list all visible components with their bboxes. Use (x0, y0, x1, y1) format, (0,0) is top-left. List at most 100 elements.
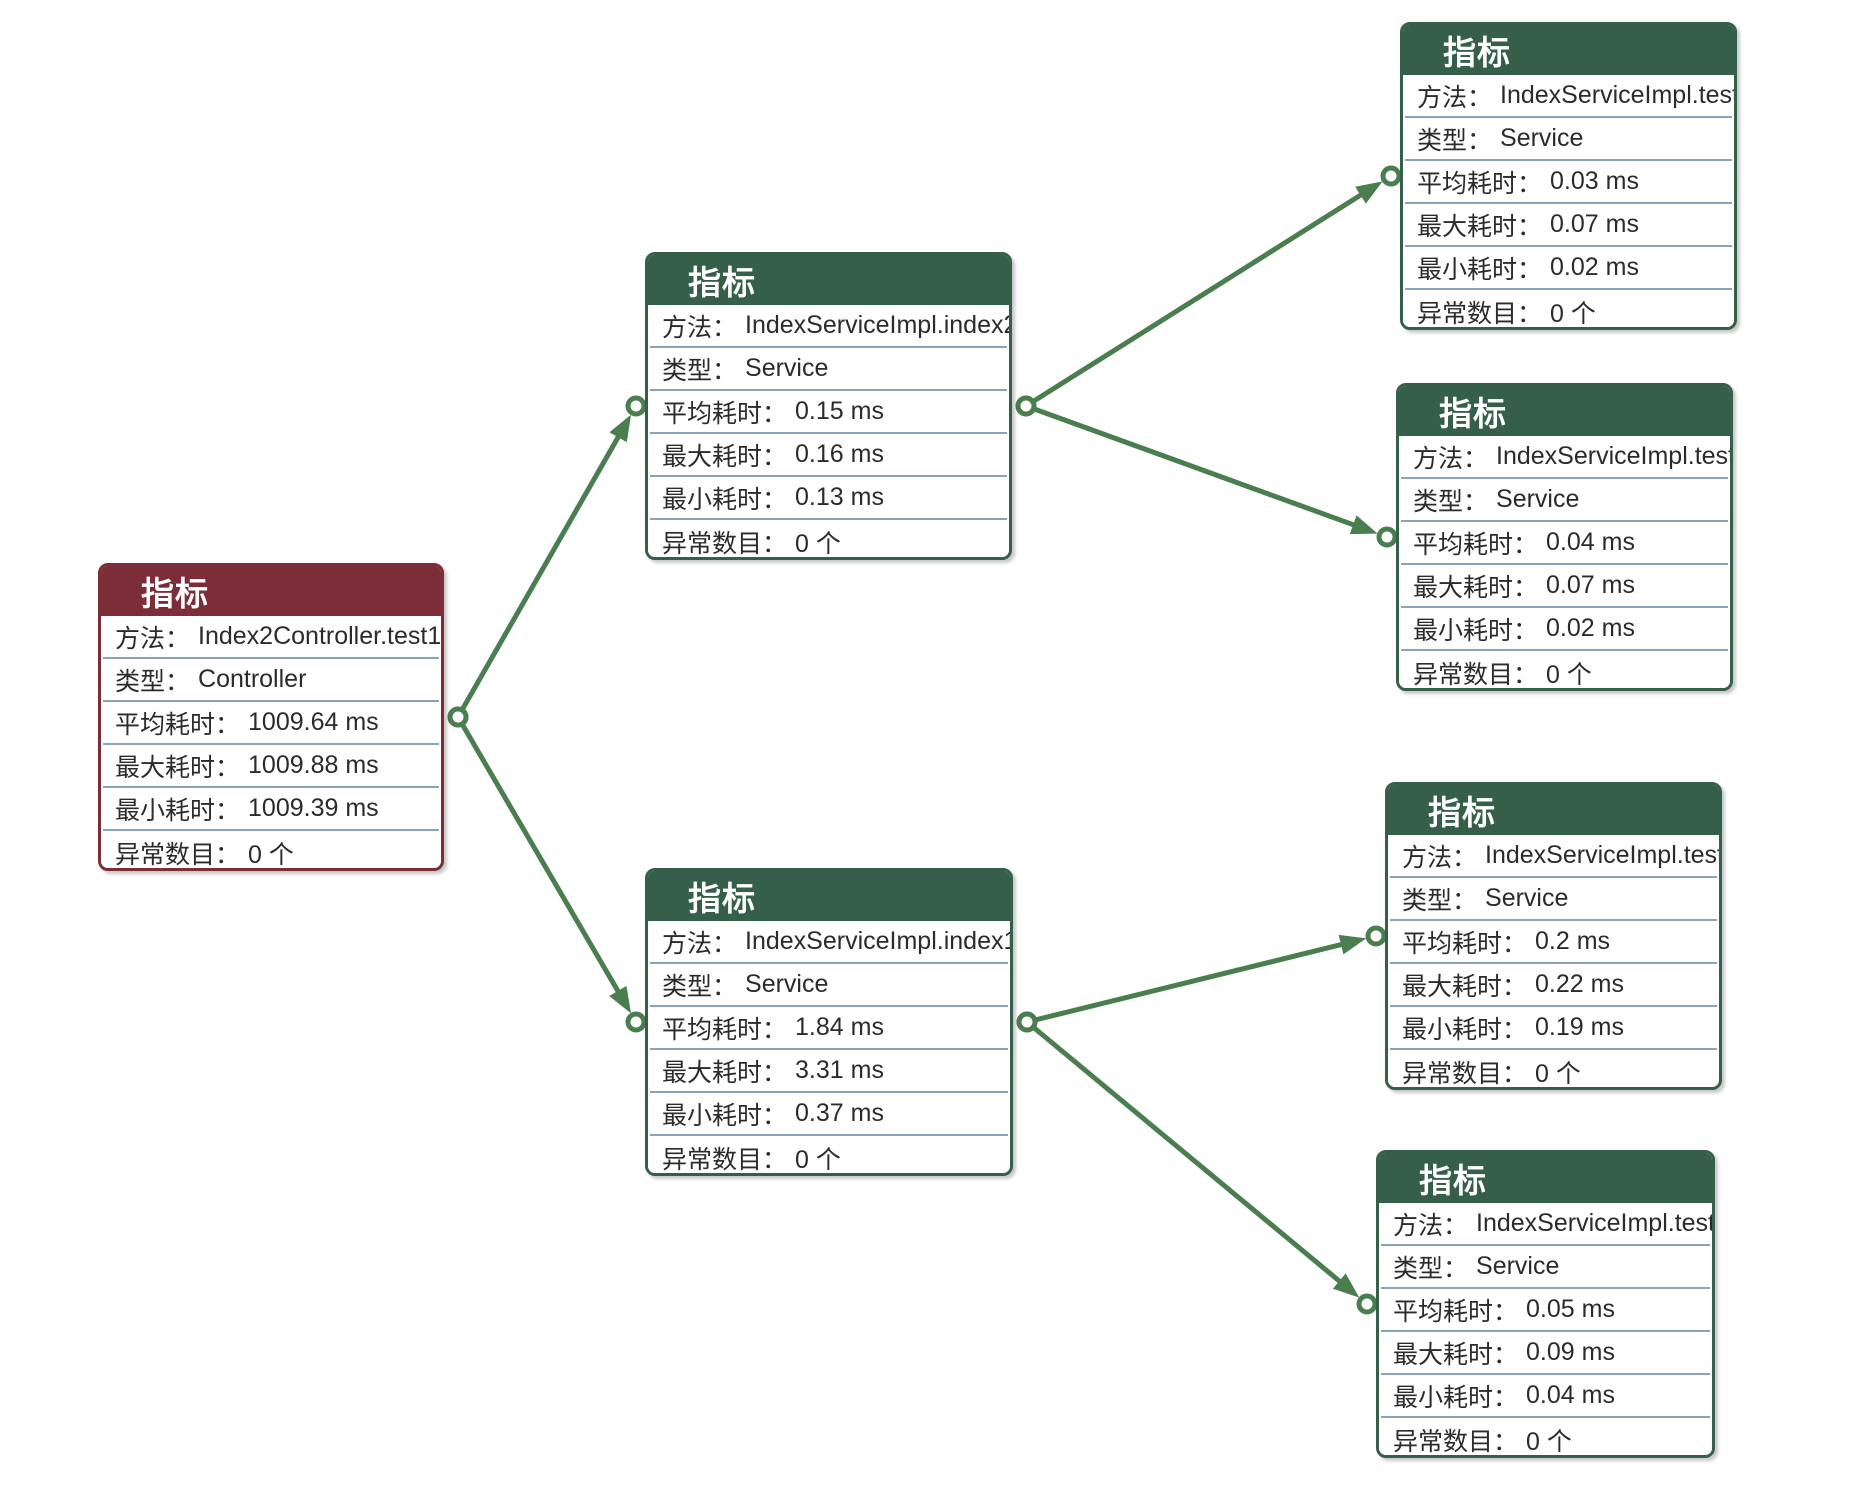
row-label: 平均耗时： (662, 1015, 788, 1044)
metric-row-errors: 异常数目：0 个 (103, 831, 439, 869)
row-label: 异常数目： (1393, 1427, 1519, 1456)
metric-row-method: 方法：IndexServiceImpl.test3 (1401, 436, 1730, 479)
row-label: 最小耗时： (1393, 1383, 1519, 1412)
metric-row-min: 最小耗时：0.04 ms (1381, 1375, 1710, 1418)
metric-row-avg: 平均耗时：0.2 ms (1390, 921, 1717, 964)
row-label: 异常数目： (1402, 1059, 1528, 1088)
metric-row-max: 最大耗时：0.16 ms (650, 434, 1007, 477)
metric-row-errors: 异常数目：0 个 (650, 520, 1007, 558)
edge-target-port (625, 1011, 647, 1033)
metric-row-avg: 平均耗时：0.04 ms (1401, 522, 1728, 565)
row-label: 异常数目： (662, 529, 788, 558)
card-title: 指标 (688, 880, 756, 917)
metric-card-test1[interactable]: 指标 方法：IndexServiceImpl.test1 类型：Service 平均… (1376, 1150, 1715, 1458)
card-body: 方法：IndexServiceImpl.test1 类型：Service 平均耗时：… (1379, 1203, 1712, 1456)
metric-row-min: 最小耗时：0.02 ms (1405, 247, 1732, 290)
card-title: 指标 (688, 264, 756, 301)
row-label: 最大耗时： (1402, 972, 1528, 1001)
metric-row-method: 方法：Index2Controller.test1 (103, 616, 442, 659)
edge-arrowhead-icon (1355, 181, 1383, 204)
card-title: 指标 (141, 575, 209, 612)
row-label: 最大耗时： (1417, 212, 1543, 241)
metric-row-min: 最小耗时：0.19 ms (1390, 1007, 1717, 1050)
metric-row-max: 最大耗时：0.07 ms (1401, 565, 1728, 608)
row-value: 1009.64 ms (248, 708, 379, 736)
metric-row-avg: 平均耗时：0.15 ms (650, 391, 1007, 434)
row-value: 0.13 ms (795, 483, 884, 511)
row-value: 0.37 ms (795, 1099, 884, 1127)
edge-arrowhead-icon (1338, 934, 1367, 955)
row-value: 1009.88 ms (248, 751, 379, 779)
row-label: 最大耗时： (662, 1058, 788, 1087)
card-header: 指标 (1379, 1153, 1712, 1203)
row-label: 类型： (662, 972, 738, 1001)
row-label: 最小耗时： (662, 485, 788, 514)
row-label: 最大耗时： (1413, 573, 1539, 602)
row-label: 异常数目： (1417, 299, 1543, 328)
card-header: 指标 (648, 255, 1009, 305)
row-value: IndexServiceImpl.test1 (1476, 1209, 1715, 1237)
edge-source-port (1015, 395, 1037, 417)
row-value: Index2Controller.test1 (198, 622, 442, 650)
row-label: 类型： (1393, 1254, 1469, 1283)
metric-row-min: 最小耗时：0.02 ms (1401, 608, 1728, 651)
metric-row-max: 最大耗时：0.22 ms (1390, 964, 1717, 1007)
row-label: 类型： (1413, 487, 1489, 516)
metric-row-max: 最大耗时：3.31 ms (650, 1050, 1008, 1093)
row-label: 平均耗时： (1413, 530, 1539, 559)
row-value: Service (1476, 1252, 1560, 1280)
row-value: 0.03 ms (1550, 167, 1639, 195)
edge-target-port (625, 395, 647, 417)
row-label: 平均耗时： (1393, 1297, 1519, 1326)
row-label: 类型： (662, 356, 738, 385)
row-label: 平均耗时： (662, 399, 788, 428)
row-value: 0.09 ms (1526, 1338, 1615, 1366)
row-value: 0.05 ms (1526, 1295, 1615, 1323)
metric-row-max: 最大耗时：0.09 ms (1381, 1332, 1710, 1375)
row-value: 0.07 ms (1546, 571, 1635, 599)
row-value: 0 个 (1546, 660, 1592, 689)
metric-row-method: 方法：IndexServiceImpl.test2 (1390, 835, 1719, 878)
row-value: 0.07 ms (1550, 210, 1639, 238)
card-title: 指标 (1443, 34, 1511, 71)
edge-controller-to-index1 (455, 715, 631, 1014)
edge-index1-to-test2 (1026, 934, 1367, 1025)
row-value: Service (1500, 124, 1584, 152)
metric-row-method: 方法：IndexServiceImpl.test1 (1381, 1203, 1712, 1246)
row-label: 类型： (1417, 126, 1493, 155)
metric-row-type: 类型：Service (650, 348, 1007, 391)
edge-arrowhead-icon (1332, 1273, 1360, 1298)
row-label: 类型： (1402, 886, 1478, 915)
metric-row-method: 方法：IndexServiceImpl.index2 (650, 305, 1009, 348)
edge-arrowhead-icon (1349, 515, 1378, 535)
metric-row-avg: 平均耗时：1009.64 ms (103, 702, 439, 745)
metric-row-method: 方法：IndexServiceImpl.test4 (1405, 75, 1734, 118)
row-label: 平均耗时： (1417, 169, 1543, 198)
row-value: Controller (198, 665, 307, 693)
metric-row-avg: 平均耗时：1.84 ms (650, 1007, 1008, 1050)
row-value: Service (745, 970, 829, 998)
metric-row-type: 类型：Service (1405, 118, 1732, 161)
row-label: 方法： (662, 313, 738, 342)
edge-source-port (1016, 1011, 1038, 1033)
row-label: 最小耗时： (1402, 1015, 1528, 1044)
row-value: 3.31 ms (795, 1056, 884, 1084)
edge-arrowhead-icon (609, 414, 632, 443)
row-value: 0.15 ms (795, 397, 884, 425)
row-label: 异常数目： (662, 1145, 788, 1174)
card-title: 指标 (1439, 395, 1507, 432)
row-value: 0.2 ms (1535, 927, 1611, 955)
edge-line (1025, 1020, 1348, 1289)
row-label: 最小耗时： (1417, 255, 1543, 284)
